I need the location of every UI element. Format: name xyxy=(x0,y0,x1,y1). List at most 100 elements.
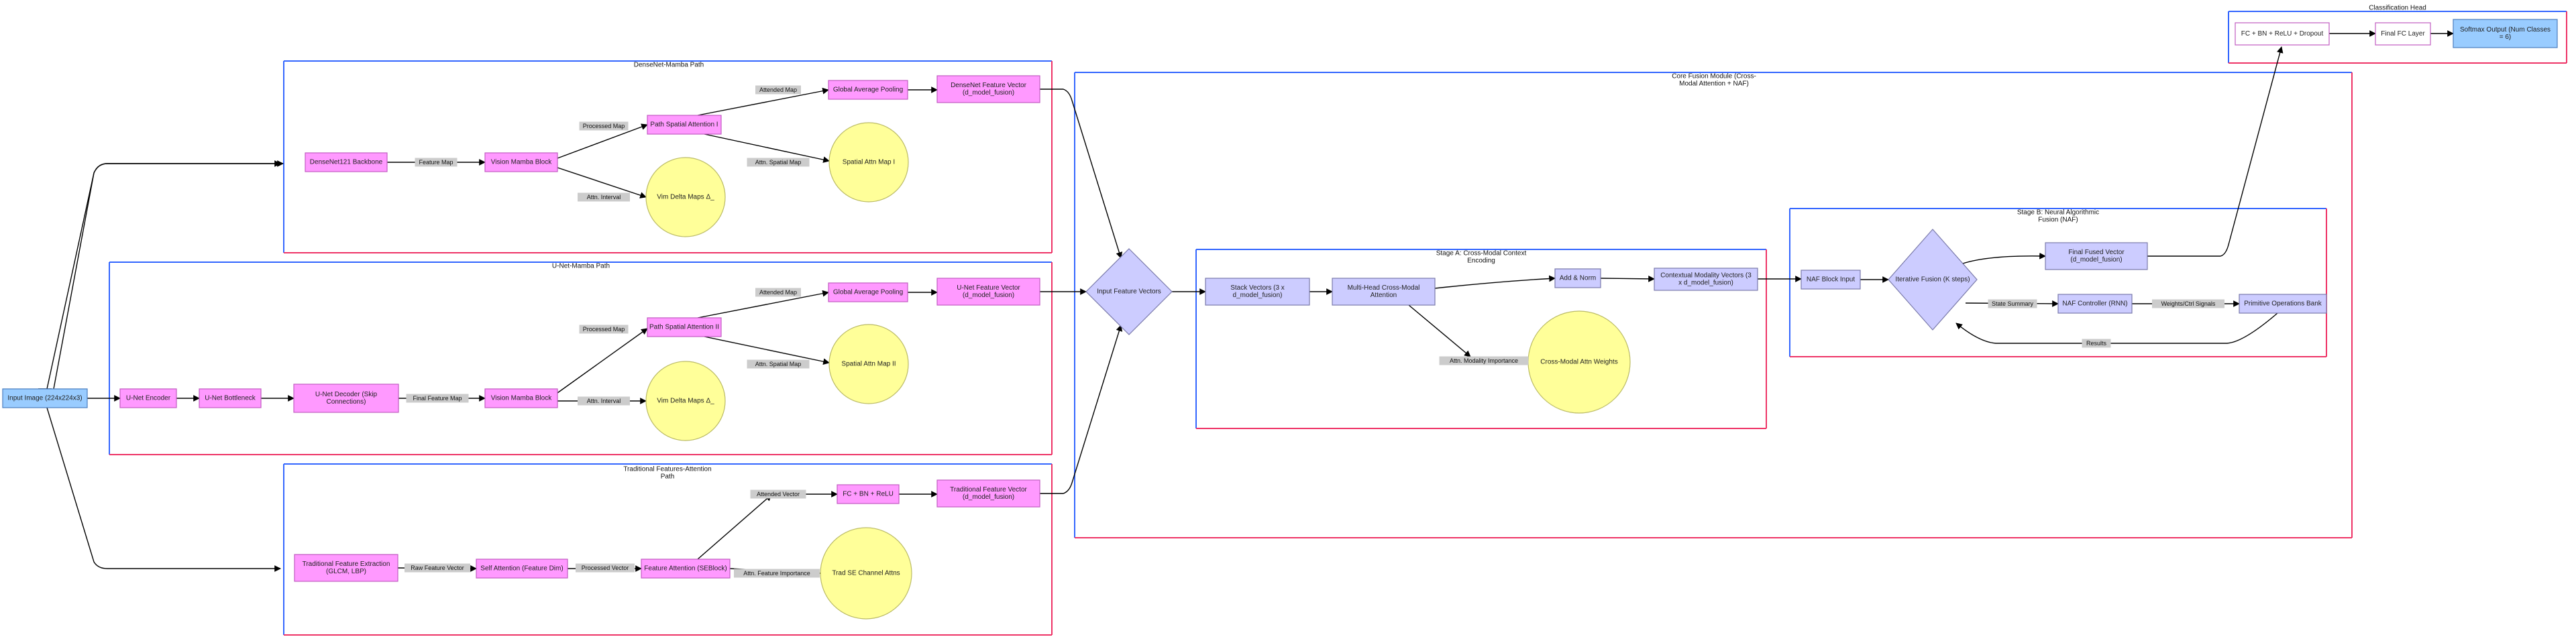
node-label-un_fv: U-Net Feature Vector xyxy=(957,284,1020,292)
edge-label-processed_map: Processed Map xyxy=(583,326,625,333)
edge-label-bg xyxy=(578,396,630,406)
edge-label-processed_vector: Processed Vector xyxy=(582,565,629,571)
node-tr_ext xyxy=(294,554,398,582)
node-label-mhca: Multi-Head Cross-Modal xyxy=(1348,284,1420,292)
node-naf_in xyxy=(1801,270,1861,290)
node-label-prim: Primitive Operations Bank xyxy=(2244,300,2322,308)
node-label-ffv: (d_model_fusion) xyxy=(2070,256,2122,264)
edge-label-bg xyxy=(576,563,635,573)
edge-label-bg xyxy=(734,569,820,578)
edge-label-bg xyxy=(755,85,801,95)
node-label-mhca: Attention xyxy=(1371,292,1397,299)
edge-arrow xyxy=(557,123,648,159)
node-label-dn_delta: Vim Delta Maps Δ_ xyxy=(657,194,714,201)
node-ctx xyxy=(1654,268,1758,291)
node-dn_fv xyxy=(936,75,1040,103)
edge-label-bg xyxy=(755,288,801,297)
edge-label-bg xyxy=(579,121,629,131)
node-label-naf_in: NAF Block Input xyxy=(1807,276,1855,284)
node-label-cls_fc2: Final FC Layer xyxy=(2381,30,2425,38)
edge-label-bg xyxy=(578,192,630,202)
edge-label-raw_feature_vector: Raw Feature Vector xyxy=(411,565,464,571)
edge-label-bg xyxy=(747,359,810,369)
node-naf_ctrl xyxy=(2057,294,2133,314)
group-title-fusion: Core Fusion Module (Cross- xyxy=(1672,73,1756,80)
edge-label-attended_vector: Attended Vector xyxy=(757,491,800,498)
edge-label-bg xyxy=(579,325,629,334)
edge-arrow xyxy=(1600,275,1655,282)
node-cls_out xyxy=(2453,19,2558,48)
group-title-densenet: DenseNet-Mamba Path xyxy=(634,62,704,69)
edge-arrow xyxy=(557,328,648,394)
node-un_psa xyxy=(647,317,722,337)
edge-label-bg xyxy=(747,158,810,167)
edge-label-attn_interval: Attn. Interval xyxy=(587,398,621,404)
edge-label-bg xyxy=(2152,299,2224,308)
node-dn_delta xyxy=(645,157,726,237)
group-title-trad: Path xyxy=(661,473,675,481)
node-tr_sa xyxy=(476,559,568,579)
node-label-dn_sam: Spatial Attn Map I xyxy=(843,159,895,166)
node-tr_fc xyxy=(837,484,900,504)
node-addnorm xyxy=(1554,268,1601,288)
edge-label-attn_feature_importance: Attn. Feature Importance xyxy=(743,570,810,577)
node-label-ffv: Final Fused Vector xyxy=(2068,249,2125,256)
node-tr_se xyxy=(820,527,912,620)
node-label-stack: Stack Vectors (3 x xyxy=(1230,284,1285,292)
node-label-tr_se: Trad SE Channel Attns xyxy=(832,570,900,577)
edge-label-bg xyxy=(2082,339,2111,348)
node-label-cmaw: Cross-Modal Attn Weights xyxy=(1540,359,1617,366)
node-un_fv xyxy=(936,278,1040,306)
node-label-un_psa: Path Spatial Attention II xyxy=(649,324,719,331)
edge-arrow xyxy=(2147,46,2284,257)
edge-arrow xyxy=(1408,304,1471,357)
edge-arrow xyxy=(704,133,830,163)
node-label-dn_fv: (d_model_fusion) xyxy=(963,89,1014,97)
edge-label-state_summary: State Summary xyxy=(1992,300,2034,307)
edge-arrow xyxy=(697,87,829,116)
node-label-naf_ctrl: NAF Controller (RNN) xyxy=(2062,300,2127,308)
edge-label-bg xyxy=(1439,356,1529,365)
node-dn_backbone xyxy=(305,152,388,172)
edge-label-feature_map: Feature Map xyxy=(419,159,453,166)
node-label-dn_vmb: Vision Mamba Block xyxy=(491,159,552,166)
node-label-stack: d_model_fusion) xyxy=(1233,292,1283,299)
group-title-stageB: Fusion (NAF) xyxy=(2038,217,2078,224)
node-label-dn_psa: Path Spatial Attention I xyxy=(650,121,718,129)
node-tr_fv xyxy=(936,479,1040,508)
edge-label-results: Results xyxy=(2086,340,2107,347)
node-ffv xyxy=(2045,242,2148,270)
node-un_enc xyxy=(119,388,177,408)
edge-arrow xyxy=(557,167,647,198)
edge-label-bg xyxy=(1988,299,2037,308)
node-label-un_dec: U-Net Decoder (Skip xyxy=(315,391,378,398)
node-label-addnorm: Add & Norm xyxy=(1560,275,1596,282)
edge-arrow xyxy=(1955,312,2278,344)
node-label-tr_fc: FC + BN + ReLU xyxy=(843,491,894,498)
edge-arrow xyxy=(46,160,281,390)
edge-label-weights_ctrl_signals: Weights/Ctrl Signals xyxy=(2161,300,2216,307)
node-dn_psa xyxy=(647,115,722,135)
edge-arrow xyxy=(1434,275,1556,289)
node-input_image xyxy=(2,388,88,408)
group-title-trad: Traditional Features-Attention xyxy=(623,466,711,473)
edge-label-attn_spatial_map: Attn. Spatial Map xyxy=(755,159,802,166)
node-label-cls_out: = 6) xyxy=(2500,34,2512,41)
node-label-tr_fv: Traditional Feature Vector xyxy=(950,486,1027,493)
node-dn_gap xyxy=(828,80,908,100)
edge-label-final_feature_map: Final Feature Map xyxy=(413,395,462,402)
node-cls_fc1 xyxy=(2235,22,2330,46)
node-cls_fc2 xyxy=(2375,22,2431,46)
edge-arrow xyxy=(1958,252,2046,266)
node-label-tr_ext: (GLCM, LBP) xyxy=(326,568,366,575)
node-dn_sam xyxy=(828,122,909,202)
edge-arrow xyxy=(697,290,829,318)
edge-label-bg xyxy=(406,394,469,403)
node-mhca xyxy=(1332,278,1436,306)
edge-label-attn_modality_importance: Attn. Modality Importance xyxy=(1450,357,1518,364)
edge-label-bg xyxy=(415,158,458,167)
edge-label-bg xyxy=(405,563,470,573)
node-label-un_gap: Global Average Pooling xyxy=(833,289,903,296)
node-label-tr_fv: (d_model_fusion) xyxy=(963,493,1014,501)
node-label-un_delta: Vim Delta Maps Δ_ xyxy=(657,398,714,405)
